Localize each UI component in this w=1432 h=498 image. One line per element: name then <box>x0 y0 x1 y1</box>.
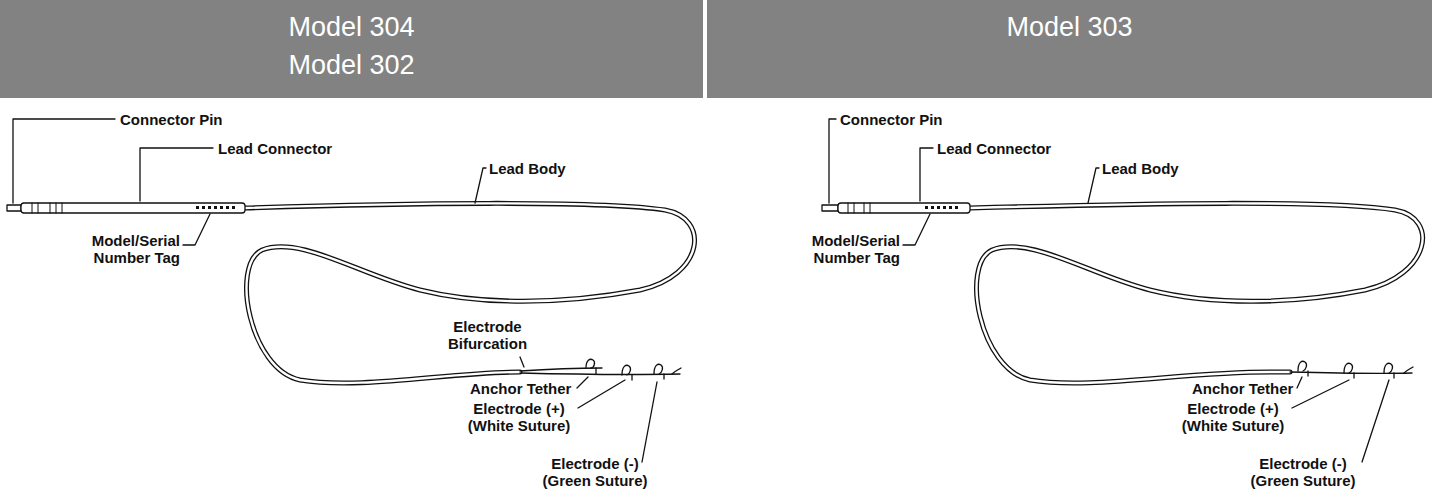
serial-tag <box>196 206 235 209</box>
anchor-tether <box>586 359 596 374</box>
callout-label: Electrode (-) (Green Suture) <box>536 455 654 490</box>
connector-pin <box>822 205 838 211</box>
callout-label: Electrode (+) (White Suture) <box>460 400 578 435</box>
electrode-strand <box>520 368 602 371</box>
leader-line <box>13 119 657 462</box>
callout-label: Electrode (+) (White Suture) <box>1174 400 1292 435</box>
electrode-negative <box>1384 363 1413 378</box>
lead-connector <box>838 203 970 213</box>
electrode-negative <box>654 364 681 379</box>
electrode-positive <box>1344 363 1354 378</box>
model-header: Model 303 <box>707 0 1432 98</box>
electrode-strand <box>520 373 680 374</box>
callout-label: Anchor Tether <box>1192 380 1293 397</box>
callout-label: Lead Body <box>1102 160 1179 177</box>
leader-line <box>829 119 1389 462</box>
connector-pin <box>7 205 21 211</box>
electrode-positive <box>622 365 632 380</box>
callout-label: Electrode Bifurcation <box>440 318 535 353</box>
model-name: Model 303 <box>1006 8 1132 46</box>
callout-label: Model/Serial Number Tag <box>800 232 900 267</box>
callout-label: Connector Pin <box>840 111 943 128</box>
model-header: Model 304Model 302 <box>0 0 703 98</box>
model-name: Model 304 <box>288 8 414 46</box>
callout-label: Lead Connector <box>218 140 332 157</box>
model-name: Model 302 <box>288 46 414 84</box>
serial-tag <box>925 206 958 209</box>
lead-body <box>245 203 695 383</box>
callout-label: Lead Connector <box>937 140 1051 157</box>
callout-label: Connector Pin <box>120 111 223 128</box>
lead-body <box>970 203 1423 383</box>
callout-label: Anchor Tether <box>470 380 571 397</box>
anchor-tether <box>1298 361 1308 376</box>
callout-label: Lead Body <box>489 160 566 177</box>
callout-label: Electrode (-) (Green Suture) <box>1244 455 1362 490</box>
callout-label: Model/Serial Number Tag <box>80 232 180 267</box>
lead-connector <box>21 203 245 213</box>
